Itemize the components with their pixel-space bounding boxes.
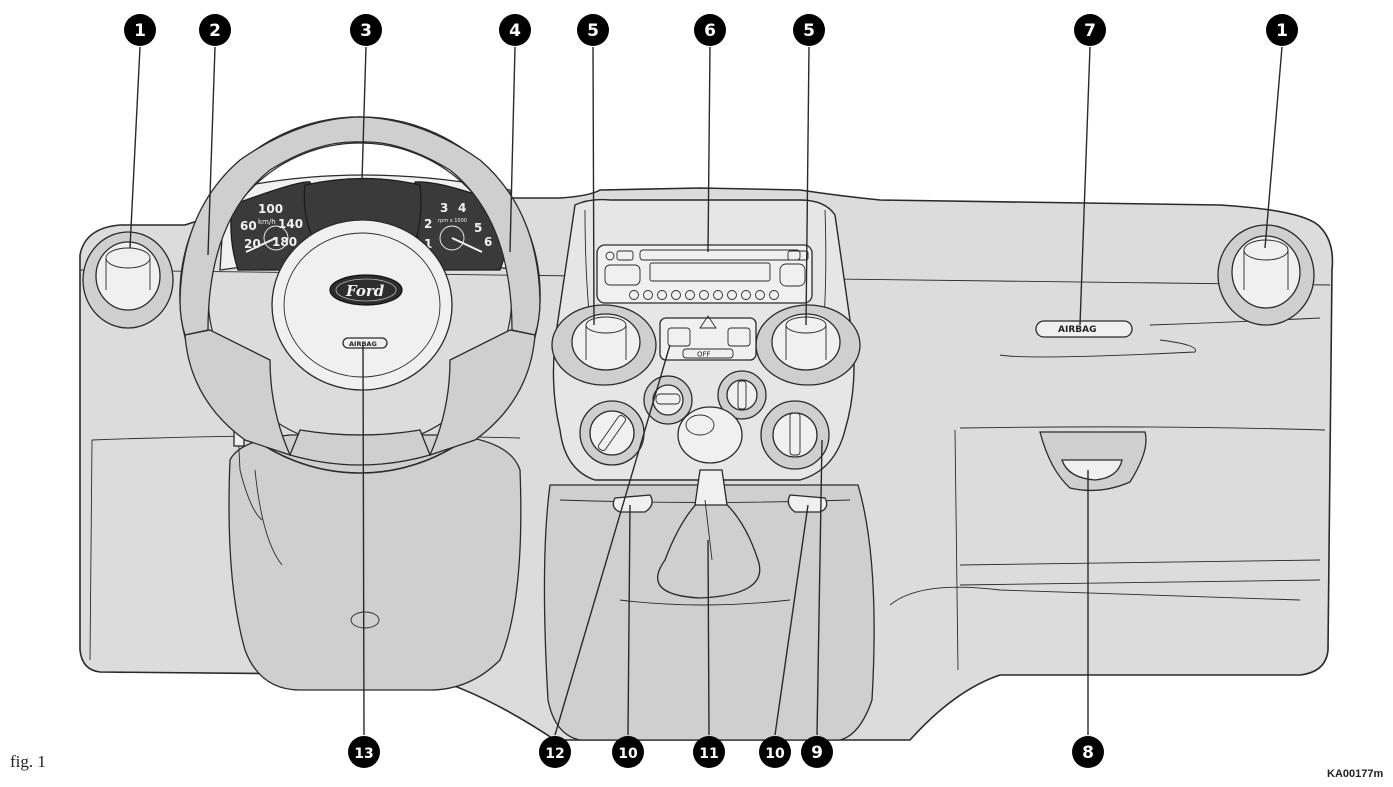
- figure-code: KA00177m: [1327, 768, 1384, 780]
- callout-10a: 10: [612, 736, 644, 768]
- side-vent-right: [1217, 224, 1315, 326]
- speedo-tick-140: 140: [278, 217, 303, 231]
- callout-7: 7: [1074, 14, 1106, 46]
- tachometer: 3 4 2 5 1 6 rpm x 1000: [424, 201, 492, 253]
- callout-3: 3: [350, 14, 382, 46]
- svg-text:5: 5: [803, 21, 815, 41]
- speedo-tick-100: 100: [258, 202, 283, 216]
- passenger-airbag-label: AIRBAG: [1058, 325, 1096, 335]
- callout-leader-lines: [129, 46, 1283, 736]
- speedo-tick-180: 180: [272, 235, 297, 249]
- callout-12: 12: [539, 736, 571, 768]
- side-vent-left: [82, 231, 174, 329]
- callout-6: 6: [694, 14, 726, 46]
- esp-off-label: OFF: [697, 351, 711, 359]
- glovebox-handle: [1039, 431, 1147, 492]
- svg-text:10: 10: [765, 746, 785, 762]
- callout-4: 4: [499, 14, 531, 46]
- svg-text:1: 1: [134, 21, 146, 41]
- svg-text:4: 4: [509, 21, 521, 41]
- svg-text:13: 13: [354, 746, 373, 762]
- svg-text:1: 1: [1276, 21, 1288, 41]
- callout-5b: 5: [793, 14, 825, 46]
- radio-preset-buttons: [629, 290, 779, 300]
- speedo-unit: km/h: [258, 218, 276, 226]
- svg-text:7: 7: [1084, 21, 1096, 41]
- callout-1a: 1: [124, 14, 156, 46]
- speedometer: 60 20 100 140 180 km/h: [240, 202, 303, 253]
- svg-text:11: 11: [699, 746, 718, 762]
- steering-wheel: Ford AIRBAG: [179, 116, 541, 474]
- centre-vent-left: [551, 304, 657, 386]
- heater-controls: [579, 370, 830, 470]
- callout-13: 13: [348, 736, 380, 768]
- svg-text:6: 6: [704, 21, 716, 41]
- callout-2: 2: [199, 14, 231, 46]
- tacho-tick-4: 4: [458, 201, 466, 215]
- tacho-tick-1: 1: [424, 237, 432, 251]
- wheel-airbag-label: AIRBAG: [349, 340, 377, 348]
- figure-label: fig. 1: [10, 752, 46, 771]
- speedo-tick-60: 60: [240, 219, 257, 233]
- centre-vent-right: [755, 304, 861, 386]
- ford-logo-text: Ford: [345, 282, 385, 300]
- svg-text:2: 2: [209, 21, 221, 41]
- passenger-airbag-badge: AIRBAG: [1035, 320, 1133, 338]
- radio-unit: [596, 244, 813, 304]
- callout-5a: 5: [577, 14, 609, 46]
- callout-9: 9: [801, 736, 833, 768]
- tacho-tick-3: 3: [440, 201, 448, 215]
- svg-text:12: 12: [545, 746, 564, 762]
- svg-text:8: 8: [1082, 743, 1094, 763]
- callout-11: 11: [693, 736, 725, 768]
- callout-1b: 1: [1266, 14, 1298, 46]
- svg-text:9: 9: [811, 743, 823, 763]
- window-switches: [612, 494, 828, 513]
- switch-panel: OFF: [659, 315, 757, 361]
- speedo-tick-20: 20: [244, 237, 261, 251]
- svg-text:5: 5: [587, 21, 599, 41]
- steering-column: [228, 429, 522, 691]
- callout-10b: 10: [759, 736, 791, 768]
- tacho-tick-6: 6: [484, 235, 492, 249]
- tacho-tick-2: 2: [424, 217, 432, 231]
- tacho-unit: rpm x 1000: [438, 218, 467, 224]
- ford-logo: [329, 274, 403, 306]
- svg-text:3: 3: [360, 21, 372, 41]
- svg-text:10: 10: [618, 746, 638, 762]
- callout-8: 8: [1072, 736, 1104, 768]
- tacho-tick-5: 5: [474, 221, 482, 235]
